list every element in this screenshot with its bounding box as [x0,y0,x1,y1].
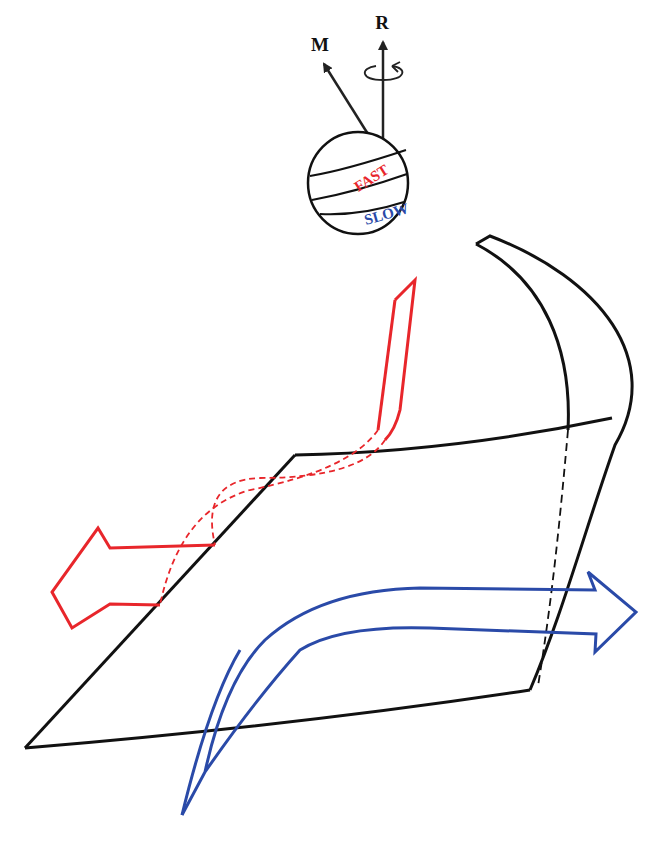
rotation-axis [382,42,385,150]
rotation-arrowhead [392,62,400,72]
sun-node: FASTSLOW [306,130,410,236]
axis-label: R [375,13,389,32]
slow-wind-ribbon [182,572,636,815]
current-sheet [25,236,632,748]
fast-wind-ribbon [52,280,415,628]
axis-label: M [311,35,329,54]
rotation-loop [365,66,403,80]
